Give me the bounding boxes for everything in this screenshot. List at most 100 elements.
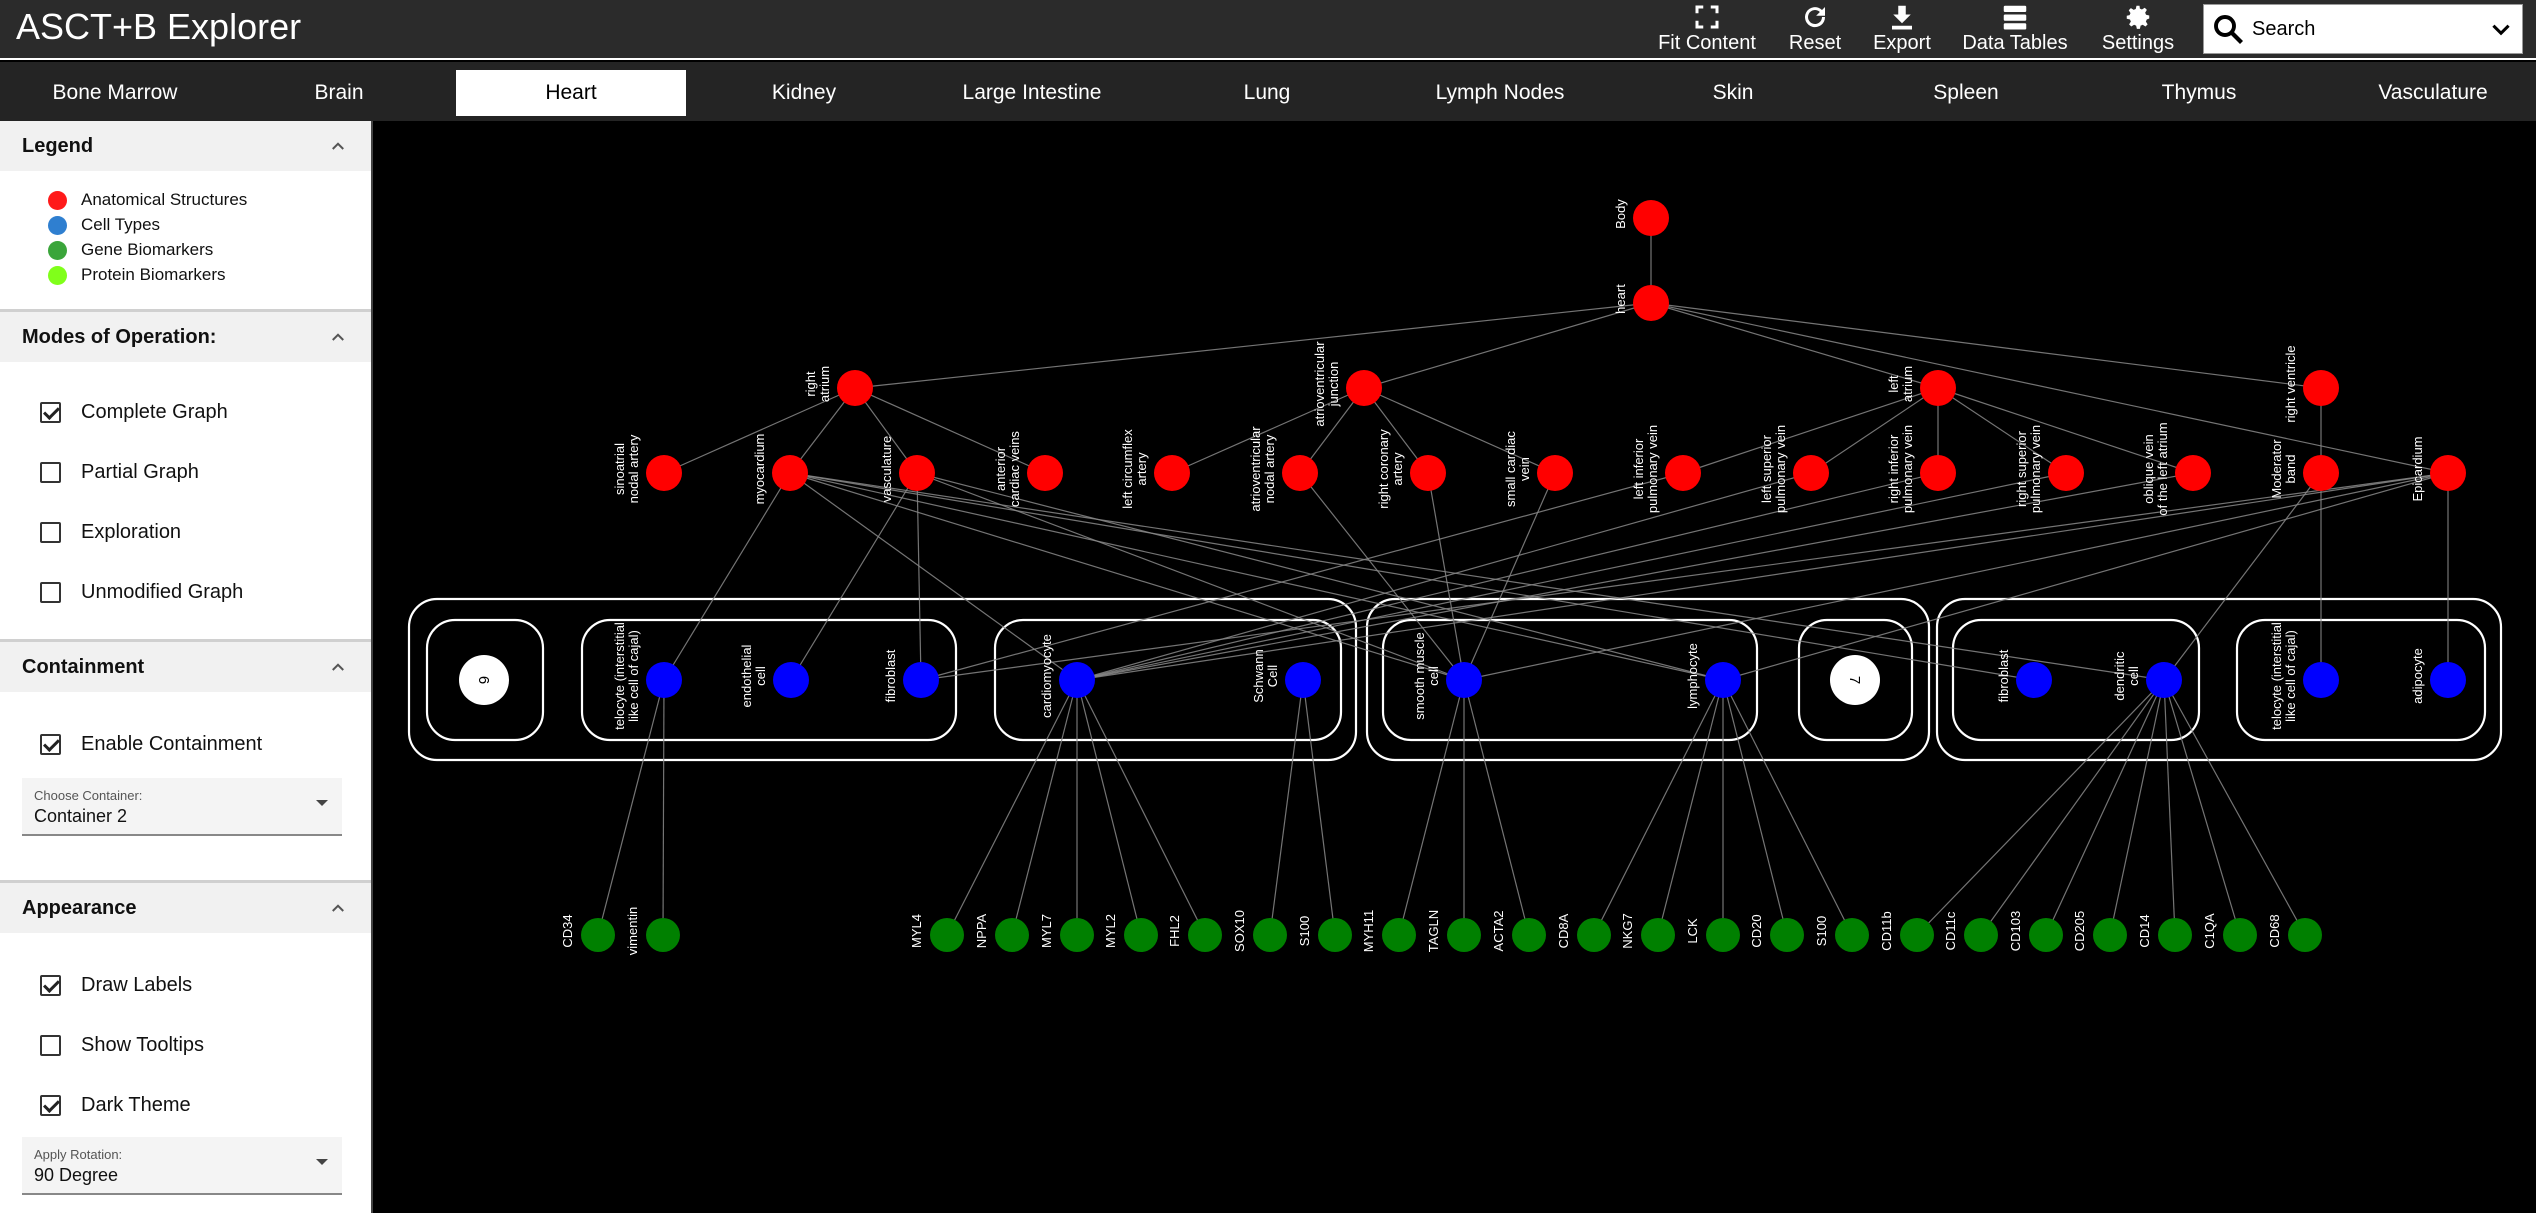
graph-node-lym[interactable]: lymphocyte bbox=[1685, 643, 1741, 709]
node-dot[interactable] bbox=[646, 455, 682, 491]
tab-large-intestine[interactable]: Large Intestine bbox=[962, 81, 1102, 104]
node-dot[interactable] bbox=[1060, 918, 1094, 952]
graph-node-g-cd8a[interactable]: CD8A bbox=[1556, 913, 1611, 952]
data-tables-button[interactable]: Data Tables bbox=[1960, 0, 2070, 58]
graph-node-adip[interactable]: adipocyte bbox=[2410, 648, 2466, 704]
graph-node-g-cd11c[interactable]: CD11c bbox=[1943, 911, 1998, 952]
tab-kidney[interactable]: Kidney bbox=[771, 81, 837, 104]
node-dot[interactable] bbox=[1577, 918, 1611, 952]
containment-panel-header[interactable]: Containment bbox=[0, 642, 371, 692]
node-dot[interactable] bbox=[1318, 918, 1352, 952]
apply-rotation-select[interactable]: Apply Rotation: 90 Degree bbox=[22, 1137, 342, 1195]
node-dot[interactable] bbox=[2430, 662, 2466, 698]
collapsed-group-badge[interactable]: 7 bbox=[1830, 655, 1880, 705]
checkbox[interactable] bbox=[40, 1035, 61, 1056]
node-dot[interactable] bbox=[772, 455, 808, 491]
graph-node-fib2[interactable]: fibroblast bbox=[1996, 649, 2052, 702]
node-dot[interactable] bbox=[2146, 662, 2182, 698]
complete-graph-checkbox[interactable]: Complete Graph bbox=[40, 401, 228, 424]
checkbox[interactable] bbox=[40, 1095, 61, 1116]
graph-node-myo[interactable]: myocardium bbox=[752, 434, 808, 505]
tab-brain[interactable]: Brain bbox=[314, 81, 364, 104]
node-dot[interactable] bbox=[2093, 918, 2127, 952]
node-dot[interactable] bbox=[646, 918, 680, 952]
node-dot[interactable] bbox=[1447, 918, 1481, 952]
graph-node-g-nkg7[interactable]: NKG7 bbox=[1620, 913, 1675, 952]
node-dot[interactable] bbox=[1512, 918, 1546, 952]
graph-node-g-vim[interactable]: vimentin bbox=[625, 907, 680, 955]
node-dot[interactable] bbox=[930, 918, 964, 952]
node-dot[interactable] bbox=[1282, 455, 1318, 491]
badge-circle[interactable] bbox=[459, 655, 509, 705]
tab-vasculature[interactable]: Vasculature bbox=[2378, 81, 2488, 104]
node-dot[interactable] bbox=[837, 370, 873, 406]
checkbox[interactable] bbox=[40, 522, 61, 543]
node-dot[interactable] bbox=[1124, 918, 1158, 952]
node-dot[interactable] bbox=[773, 662, 809, 698]
appearance-panel-header[interactable]: Appearance bbox=[0, 883, 371, 933]
node-dot[interactable] bbox=[1964, 918, 1998, 952]
graph-node-g-fhl2[interactable]: FHL2 bbox=[1167, 915, 1222, 952]
search-input[interactable] bbox=[2252, 17, 2482, 41]
exploration-checkbox[interactable]: Exploration bbox=[40, 521, 181, 544]
node-dot[interactable] bbox=[1188, 918, 1222, 952]
node-dot[interactable] bbox=[1633, 200, 1669, 236]
graph-node-g-sox10[interactable]: SOX10 bbox=[1232, 910, 1287, 952]
graph-node-g-lck[interactable]: LCK bbox=[1685, 918, 1740, 952]
node-dot[interactable] bbox=[1920, 455, 1956, 491]
node-dot[interactable] bbox=[899, 455, 935, 491]
tab-heart[interactable]: Heart bbox=[456, 70, 686, 116]
node-dot[interactable] bbox=[1835, 918, 1869, 952]
node-dot[interactable] bbox=[2430, 455, 2466, 491]
reset-button[interactable]: Reset bbox=[1782, 0, 1848, 58]
chevron-up-icon[interactable] bbox=[329, 658, 347, 676]
node-dot[interactable] bbox=[2016, 662, 2052, 698]
node-dot[interactable] bbox=[1920, 370, 1956, 406]
node-dot[interactable] bbox=[1770, 918, 1804, 952]
node-dot[interactable] bbox=[1705, 662, 1741, 698]
graph-node-g-cd11b[interactable]: CD11b bbox=[1879, 911, 1934, 952]
node-dot[interactable] bbox=[1154, 455, 1190, 491]
graph-node-card[interactable]: cardiomyocyte bbox=[1039, 634, 1095, 718]
checkbox[interactable] bbox=[40, 462, 61, 483]
node-dot[interactable] bbox=[1706, 918, 1740, 952]
graph-node-g-cd68[interactable]: CD68 bbox=[2267, 914, 2322, 952]
dark-theme-checkbox[interactable]: Dark Theme bbox=[40, 1094, 191, 1117]
graph-node-body[interactable]: Body bbox=[1613, 199, 1669, 236]
graph-node-g-c1qa[interactable]: C1QA bbox=[2202, 913, 2257, 952]
node-dot[interactable] bbox=[1446, 662, 1482, 698]
graph-node-g-myl2[interactable]: MYL2 bbox=[1103, 914, 1158, 952]
checkbox[interactable] bbox=[40, 402, 61, 423]
node-dot[interactable] bbox=[1641, 918, 1675, 952]
graph-node-rv[interactable]: right ventricle bbox=[2283, 345, 2339, 423]
node-dot[interactable] bbox=[2048, 455, 2084, 491]
graph-node-fib1[interactable]: fibroblast bbox=[883, 649, 939, 702]
node-dot[interactable] bbox=[2303, 662, 2339, 698]
node-dot[interactable] bbox=[2175, 455, 2211, 491]
node-dot[interactable] bbox=[1346, 370, 1382, 406]
chevron-down-icon[interactable] bbox=[2488, 17, 2514, 43]
graph-node-g-cd205[interactable]: CD205 bbox=[2072, 911, 2127, 952]
graph-node-g-tagln[interactable]: TAGLN bbox=[1426, 910, 1481, 952]
graph-node-vas[interactable]: vasculature bbox=[879, 436, 935, 502]
graph-node-heart[interactable]: heart bbox=[1613, 284, 1669, 321]
graph-node-g-cd20[interactable]: CD20 bbox=[1749, 914, 1804, 952]
partial-graph-checkbox[interactable]: Partial Graph bbox=[40, 461, 199, 484]
node-dot[interactable] bbox=[2303, 455, 2339, 491]
graph-node-g-myh11[interactable]: MYH11 bbox=[1361, 910, 1416, 952]
node-dot[interactable] bbox=[1410, 455, 1446, 491]
graph-node-g-acta2[interactable]: ACTA2 bbox=[1491, 911, 1546, 952]
node-dot[interactable] bbox=[1537, 455, 1573, 491]
